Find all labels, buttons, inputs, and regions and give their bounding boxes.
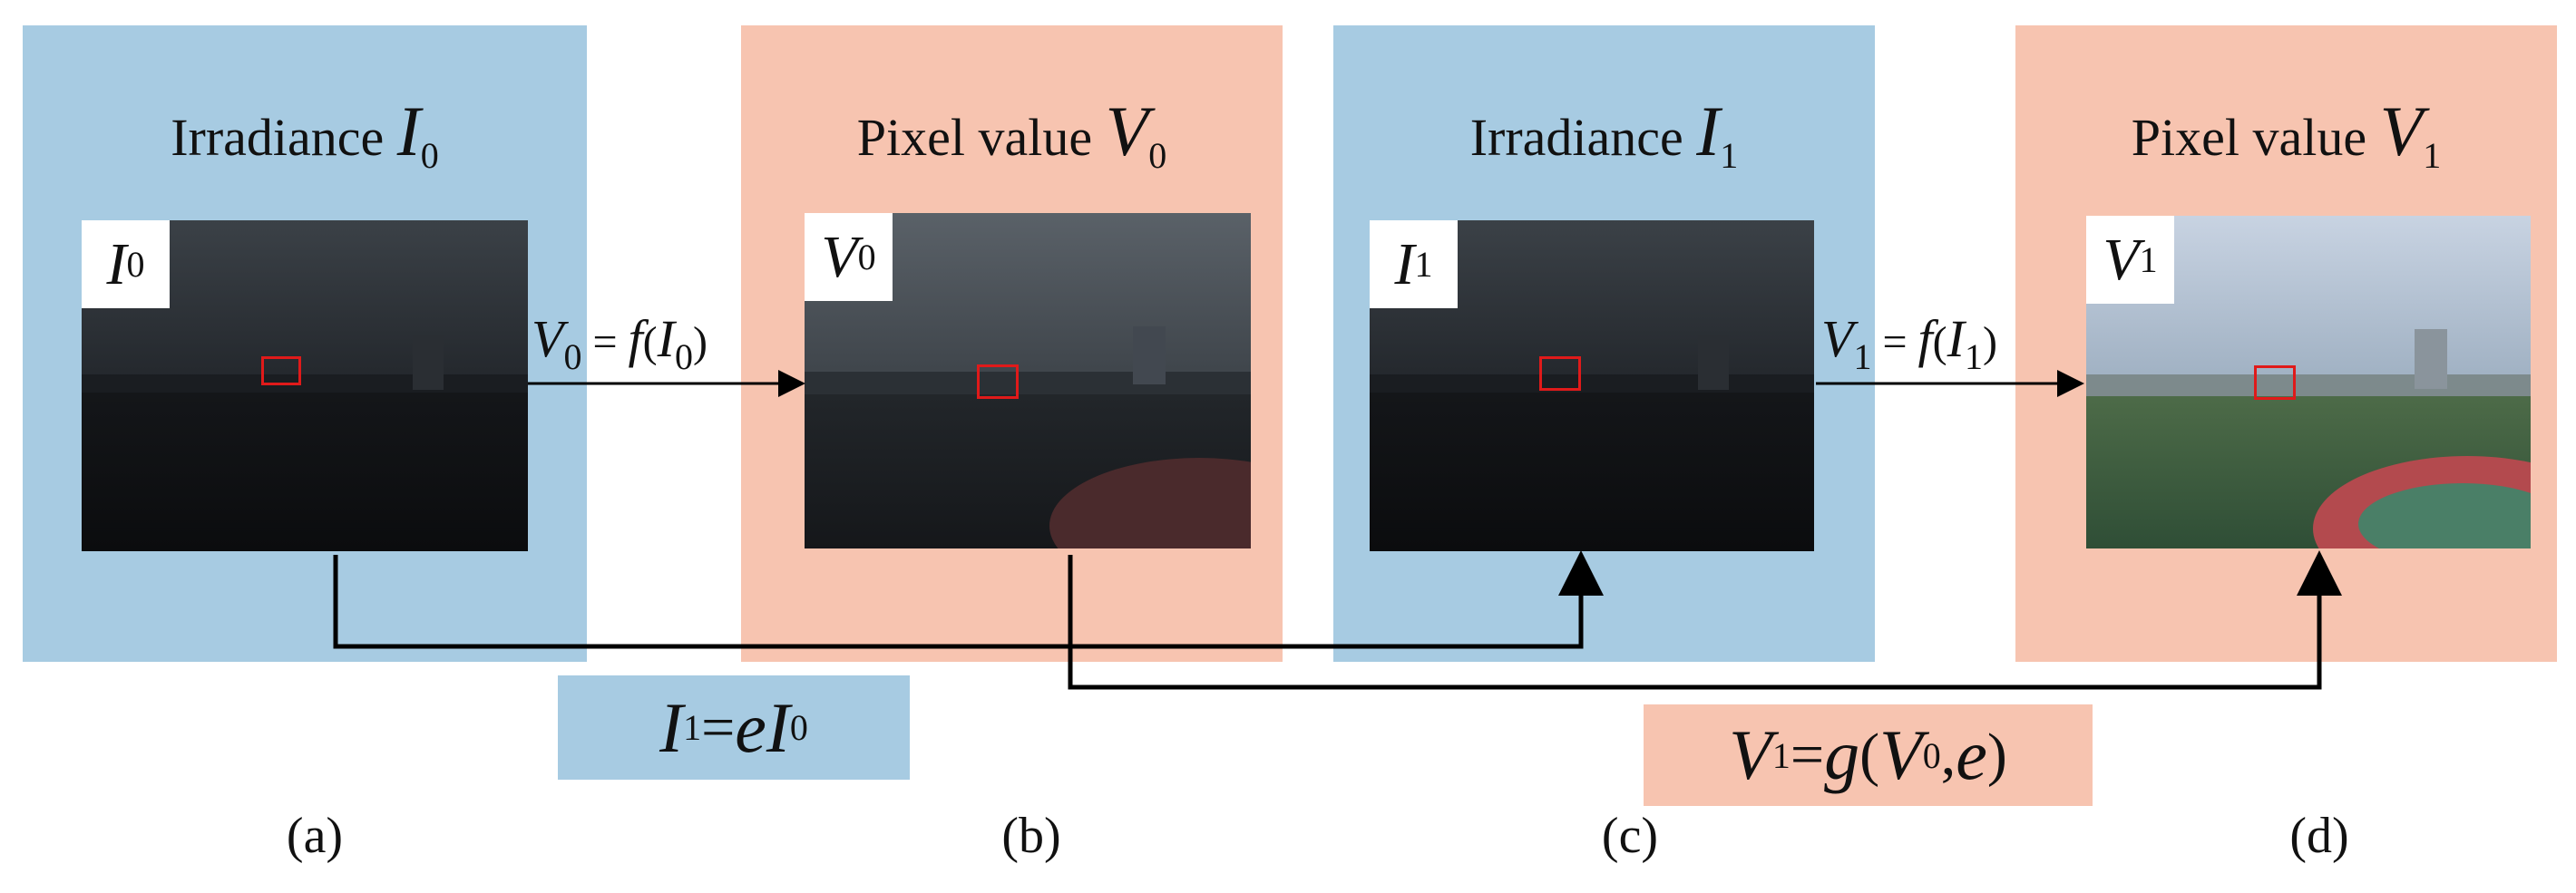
panel-b-title-text: Pixel value — [856, 108, 1106, 167]
panel-d-title-sub: 1 — [2423, 135, 2442, 176]
panel-b-title: Pixel value V0 — [741, 91, 1283, 177]
eq-f0-arg-var: I — [657, 309, 675, 368]
eq-exposure-rhs-sub: 0 — [789, 707, 808, 748]
arrow-a-to-c — [333, 550, 1604, 649]
panel-a-title: Irradiance I0 — [23, 91, 587, 177]
panel-a-title-sub: 0 — [420, 135, 439, 176]
panel-c-image-label-sub: 1 — [1414, 244, 1433, 285]
eq-mapping-fn: g — [1824, 715, 1860, 794]
panel-b-title-var: V — [1105, 92, 1149, 170]
eq-mapping-arg-var: V — [1879, 715, 1923, 794]
panel-b-title-sub: 0 — [1148, 135, 1167, 176]
eq-mapping-arg-sub: 0 — [1922, 734, 1941, 776]
panel-c-title-sub: 1 — [1720, 135, 1739, 176]
panel-d-title-text: Pixel value — [2131, 108, 2380, 167]
caption-b: (b) — [1001, 808, 1061, 864]
eq-exposure-op: = — [701, 694, 736, 761]
equation-f0: V0 = f(I0) — [532, 309, 707, 377]
panel-d-title: Pixel value V1 — [2015, 91, 2557, 177]
equation-f1: V1 = f(I1) — [1821, 309, 1997, 377]
eq-exposure-lhs-sub: 1 — [683, 707, 702, 748]
eq-f1-lhs-var: V — [1821, 309, 1854, 368]
panel-d-target-box — [2254, 365, 2296, 400]
eq-mapping-op: = — [1790, 722, 1825, 788]
panel-a-title-var: I — [396, 92, 421, 170]
caption-d: (d) — [2289, 808, 2349, 864]
panel-a-target-box — [261, 356, 301, 385]
panel-c-title-var: I — [1696, 92, 1721, 170]
panel-c-title: Irradiance I1 — [1333, 91, 1875, 177]
eq-exposure-rhs-var: I — [766, 687, 790, 767]
panel-c-image-label-var: I — [1394, 230, 1415, 297]
arrow-b-to-d — [1068, 550, 2342, 690]
panel-a-image-label-var: I — [106, 230, 127, 297]
panel-d-image-label-var: V — [2103, 226, 2140, 293]
panel-d-image-label-sub: 1 — [2139, 239, 2158, 280]
panel-a-image-label-sub: 0 — [126, 244, 145, 285]
eq-f1-lhs-sub: 1 — [1853, 336, 1872, 377]
eq-f1-arg-sub: 1 — [1964, 336, 1983, 377]
caption-a: (a) — [286, 808, 344, 864]
eq-f1-arg-var: I — [1947, 309, 1965, 368]
panel-a-title-text: Irradiance — [171, 108, 397, 167]
eq-f1-fn: f — [1917, 309, 1933, 368]
eq-exposure-lhs-var: I — [659, 687, 684, 767]
panel-b-target-box — [977, 364, 1019, 399]
panel-d-title-var: V — [2379, 92, 2424, 170]
eq-f0-lhs-var: V — [532, 309, 564, 368]
caption-c: (c) — [1601, 808, 1659, 864]
eq-f0-arg-sub: 0 — [674, 336, 693, 377]
eq-f1-op: = — [1871, 318, 1918, 366]
eq-f0-lhs-sub: 0 — [563, 336, 582, 377]
eq-mapping-arg2: e — [1956, 715, 1987, 794]
eq-mapping-lhs-var: V — [1729, 715, 1772, 794]
eq-mapping-lhs-sub: 1 — [1771, 734, 1791, 776]
eq-f0-op: = — [581, 318, 629, 366]
panel-c-title-text: Irradiance — [1469, 108, 1697, 167]
panel-c-target-box — [1539, 356, 1581, 391]
eq-exposure-coef: e — [735, 687, 766, 767]
eq-mapping-sep: , — [1940, 722, 1956, 788]
panel-b-image-label-sub: 0 — [857, 237, 876, 277]
panel-b-image-label-var: V — [821, 223, 858, 290]
eq-f0-fn: f — [628, 309, 643, 368]
